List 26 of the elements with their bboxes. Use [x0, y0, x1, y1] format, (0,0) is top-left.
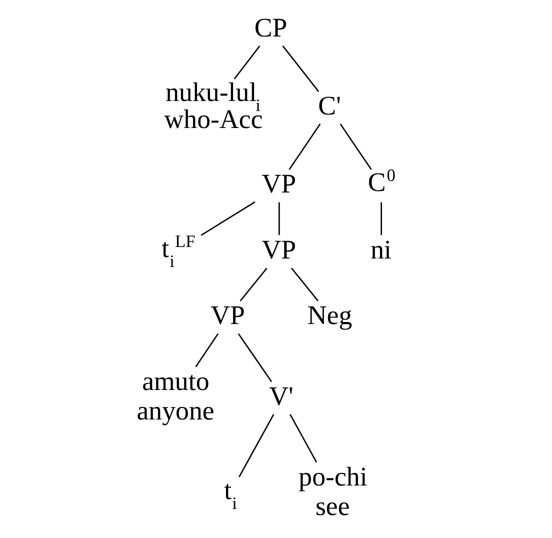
connector	[339, 124, 372, 170]
connector	[200, 201, 255, 236]
node-text: po-chi see	[298, 461, 367, 521]
node-text: VP	[210, 300, 244, 330]
node-text: V'	[268, 380, 293, 411]
node-text: ni	[370, 234, 391, 264]
connector	[237, 333, 272, 382]
node-text: Neg	[306, 300, 352, 330]
connector	[233, 46, 260, 80]
node-text: C'	[318, 90, 340, 120]
node-text: CP	[254, 12, 287, 42]
connector	[238, 414, 274, 478]
connector	[380, 202, 382, 236]
node-text: nuku-lul$_{i}$ who-Acc	[164, 76, 262, 134]
connector	[239, 268, 267, 302]
node-text: C$^{0}$	[367, 165, 395, 198]
node-text: VP	[261, 168, 296, 198]
node-text: VP	[261, 234, 296, 264]
connector	[194, 333, 218, 368]
node-text: amuto anyone	[136, 366, 214, 426]
connector	[278, 202, 280, 236]
connector	[289, 414, 317, 463]
connector	[288, 124, 320, 170]
connector	[282, 46, 319, 92]
connector	[290, 268, 318, 302]
node-text: t$_{i}$	[224, 474, 237, 513]
